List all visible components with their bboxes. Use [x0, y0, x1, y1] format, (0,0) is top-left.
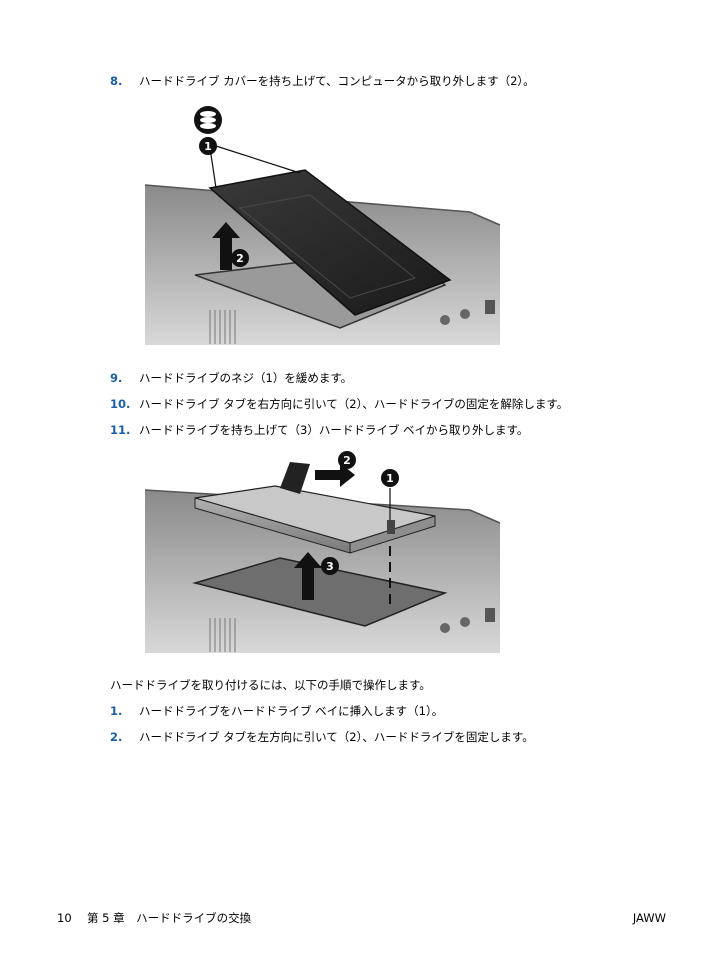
callout-2: 2 [231, 249, 249, 267]
drive-cover [208, 169, 452, 316]
step-text: ハードドライブのネジ（1）を緩めます。 [139, 371, 353, 385]
step-text: ハードドライブ カバーを持ち上げて、コンピュータから取り外します（2）。 [139, 74, 535, 88]
pull-tab [280, 462, 310, 494]
callout-label: 2 [236, 252, 244, 265]
figure-remove-drive: 2 1 3 [144, 451, 501, 653]
callout-label: 3 [326, 560, 334, 573]
figure-remove-cover: 1 2 [144, 106, 501, 345]
step-number: 2. [110, 730, 123, 744]
callout-label: 1 [204, 140, 212, 153]
step-number: 1. [110, 704, 123, 718]
step-text: ハードドライブ タブを左方向に引いて（2）、ハードドライブを固定します。 [139, 730, 534, 744]
hard-drive-icon [194, 106, 222, 134]
step-text: ハードドライブ タブを右方向に引いて（2）、ハードドライブの固定を解除します。 [139, 397, 569, 411]
callout-1: 1 [381, 469, 399, 487]
screw [387, 520, 395, 534]
callout-3: 3 [321, 557, 339, 575]
doc-code: JAWW [632, 911, 666, 925]
callout-label: 2 [343, 454, 351, 467]
page-number: 10 [57, 911, 72, 925]
install-intro: ハードドライブを取り付けるには、以下の手順で操作します。 [110, 678, 431, 692]
callout-label: 1 [386, 472, 394, 485]
drive-bay [192, 557, 448, 627]
slide-arrow [315, 463, 355, 487]
step-number: 8. [110, 74, 123, 88]
lift-arrow [212, 222, 240, 270]
lift-arrow [294, 552, 322, 600]
step-number: 11. [110, 423, 131, 437]
callout-1: 1 [199, 137, 217, 155]
step-number: 9. [110, 371, 123, 385]
step-text: ハードドライブを持ち上げて（3）ハードドライブ ベイから取り外します。 [139, 423, 529, 437]
step-number: 10. [110, 397, 131, 411]
callout-2: 2 [338, 451, 356, 469]
chapter-title: 第 5 章 ハードドライブの交換 [87, 911, 252, 925]
step-text: ハードドライブをハードドライブ ベイに挿入します（1）。 [139, 704, 444, 718]
